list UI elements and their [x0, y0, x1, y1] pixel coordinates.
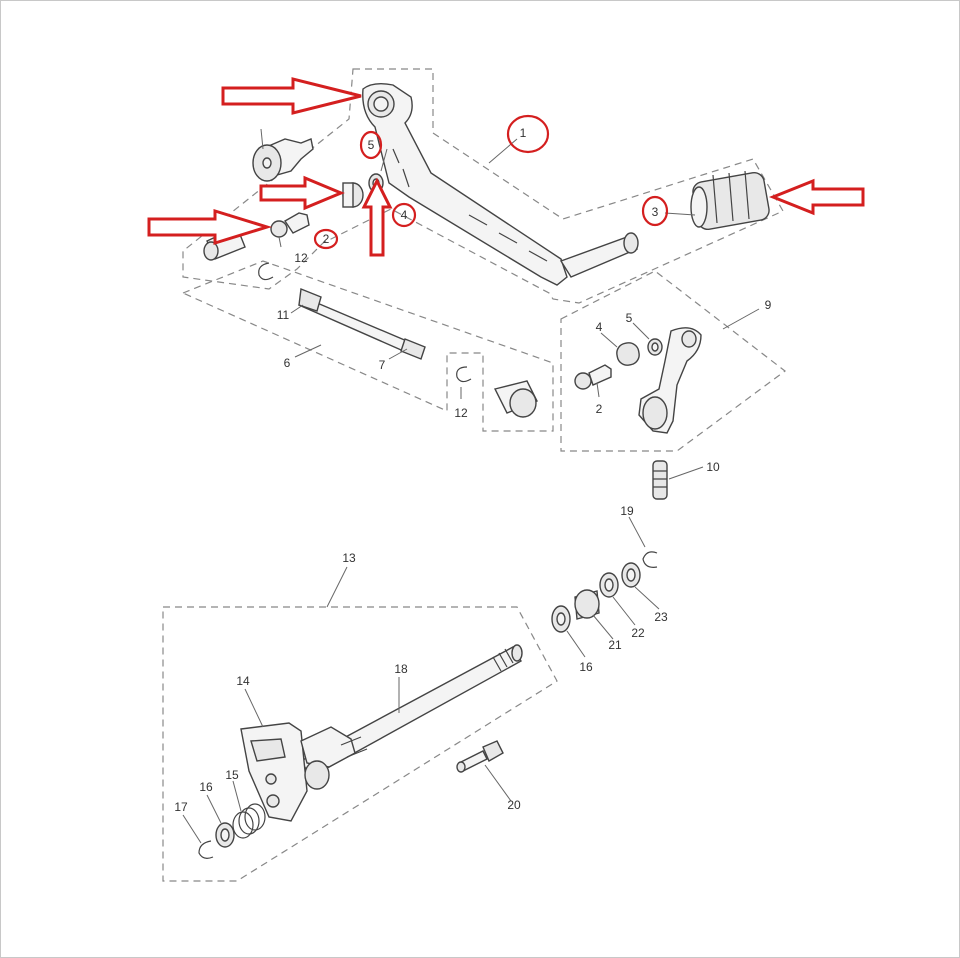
callout-15: 15 — [225, 768, 239, 782]
leader-lines — [182, 128, 760, 844]
highlight-circle-3 — [641, 195, 669, 227]
highlight-circle-4 — [391, 202, 417, 228]
callout-5: 5 — [368, 138, 375, 152]
callout-18: 18 — [394, 662, 408, 676]
arrow-to-pivot — [221, 77, 362, 115]
highlight-circle-1 — [506, 114, 550, 154]
callout-19: 19 — [620, 504, 634, 518]
callout-16-washer: 16 — [199, 780, 213, 794]
part-link-rod — [298, 288, 426, 360]
part-bush — [342, 182, 364, 208]
callout-labels: 1 3 5 4 2 12 11 6 7 12 9 4 5 2 10 19 13 … — [174, 126, 771, 814]
callout-4-bracket: 4 — [596, 320, 603, 334]
bracket-group-outline — [560, 270, 786, 452]
arrow-to-bush — [259, 175, 345, 211]
rod-group-outline — [181, 260, 554, 432]
callout-3: 3 — [652, 205, 659, 219]
arrow-to-rubber-peg — [768, 178, 865, 216]
part-shaft-circlip — [198, 840, 214, 859]
part-circlip-upper — [258, 262, 274, 281]
part-selector-arm — [574, 327, 702, 434]
callout-2: 2 — [323, 232, 330, 246]
callout-23: 23 — [654, 610, 668, 624]
callout-14: 14 — [236, 674, 250, 688]
arrow-to-washer — [361, 177, 393, 257]
part-shaft-washer — [215, 822, 235, 848]
callout-21: 21 — [608, 638, 622, 652]
callout-11: 11 — [277, 308, 290, 322]
callout-16-shaft: 16 — [579, 660, 593, 674]
part-circlip-lower — [456, 366, 472, 383]
highlight-circle-5 — [359, 130, 383, 160]
part-washer-stack — [551, 562, 641, 633]
group-outlines — [162, 68, 786, 882]
part-rod-end-lower — [493, 380, 538, 418]
part-ball-stud — [270, 212, 310, 238]
callout-13: 13 — [342, 551, 356, 565]
part-stop-bolt — [456, 740, 504, 773]
part-gear-pedal-lever — [362, 82, 639, 286]
callout-9: 9 — [765, 298, 772, 312]
red-annotation-arrows — [147, 77, 865, 257]
callout-6: 6 — [284, 356, 291, 370]
callout-2-bracket: 2 — [596, 402, 603, 416]
callout-12-lower: 12 — [454, 406, 468, 420]
red-highlight-circles — [313, 114, 669, 250]
callout-7: 7 — [379, 358, 386, 372]
callout-22: 22 — [631, 626, 645, 640]
shaft-group-outline — [162, 606, 558, 882]
callout-20: 20 — [507, 798, 521, 812]
callout-12-upper: 12 — [294, 251, 308, 265]
callout-10: 10 — [706, 460, 720, 474]
part-pivot-bolt — [252, 138, 314, 182]
callout-17: 17 — [174, 800, 188, 814]
highlight-circle-2 — [313, 228, 339, 250]
pedal-group-outline — [182, 68, 784, 304]
part-spring — [232, 803, 266, 839]
arrow-to-ball-stud — [147, 208, 273, 246]
part-selector-shaft — [240, 644, 523, 822]
callout-1: 1 — [520, 126, 527, 140]
part-circlip-shaft — [642, 551, 658, 568]
callout-4: 4 — [401, 208, 408, 222]
callout-5-bracket: 5 — [626, 311, 633, 325]
part-rubber-peg — [690, 170, 770, 231]
part-clamp-bolt — [652, 460, 668, 500]
